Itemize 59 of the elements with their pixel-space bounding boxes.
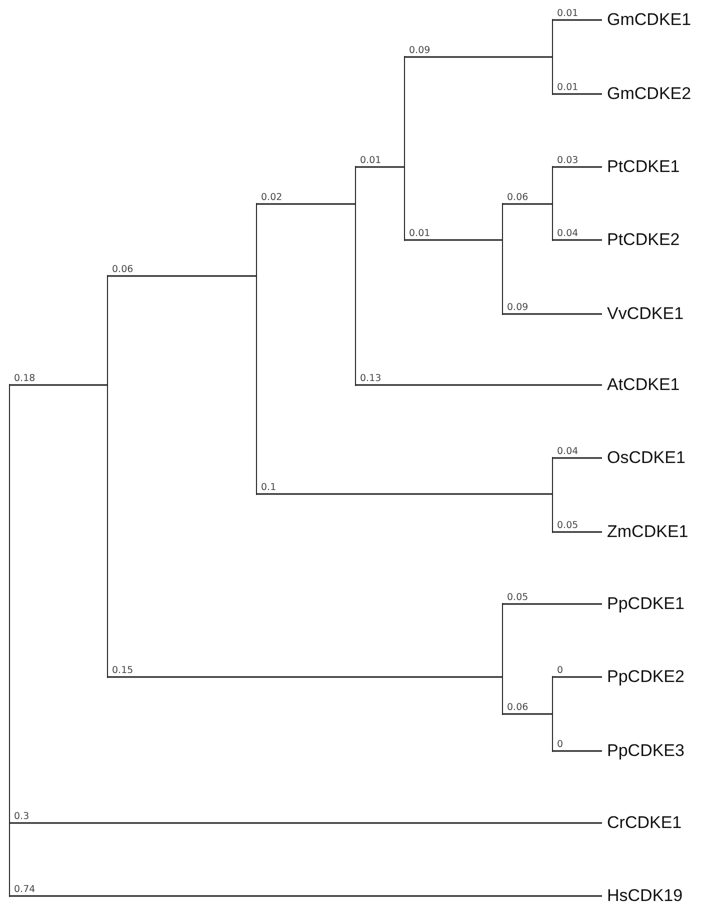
branch-length-label: 0.06 (506, 702, 530, 712)
branch-length-label: 0.02 (260, 192, 284, 202)
branch-length-label: 0.04 (556, 446, 580, 456)
taxon-label: PpCDKE2 (607, 667, 684, 687)
branch-length-label: 0.1 (260, 482, 278, 492)
tree-branch (10, 822, 602, 824)
tree-branch (553, 750, 602, 752)
tree-branch (257, 493, 553, 495)
branch-length-label: 0.09 (408, 44, 432, 56)
tree-branch (10, 384, 108, 386)
branch-length-label: 0.13 (359, 372, 382, 384)
branch-length-label: 0.01 (359, 154, 382, 166)
tree-branch (553, 166, 602, 168)
tree-branch (553, 93, 602, 95)
branch-length-label: 0.04 (556, 228, 580, 238)
taxon-label: HsCDK19 (607, 886, 683, 906)
branch-length-label: 0.15 (111, 664, 134, 676)
tree-branch (553, 676, 602, 678)
branch-length-label: 0.05 (556, 520, 580, 530)
branch-length-label: 0.3 (13, 810, 30, 822)
tree-branch (108, 275, 257, 277)
tree-branch (356, 384, 602, 386)
taxon-label: GmCDKE1 (607, 10, 692, 30)
taxon-label: OsCDKE1 (607, 448, 686, 468)
branch-length-label: 0.05 (506, 592, 530, 602)
tree-branch (553, 531, 602, 533)
tree-branch (503, 603, 602, 605)
tree-branch (503, 713, 553, 715)
branch-length-label: 0.74 (13, 884, 36, 894)
taxon-label: GmCDKE2 (607, 84, 692, 104)
tree-branch (257, 203, 356, 205)
taxon-label: AtCDKE1 (607, 375, 680, 395)
tree-branch (405, 239, 503, 241)
taxon-label: PtCDKE1 (607, 157, 680, 177)
branch-length-label: 0 (556, 664, 564, 676)
taxon-label: PpCDKE3 (607, 741, 684, 761)
taxon-label: ZmCDKE1 (607, 522, 688, 542)
branch-length-label: 0.09 (506, 302, 530, 312)
tree-branch (356, 166, 405, 168)
tree-branch (553, 457, 602, 459)
taxon-label: CrCDKE1 (607, 813, 682, 833)
taxon-label: PtCDKE2 (607, 230, 680, 250)
tree-branch (553, 239, 602, 241)
branch-length-label: 0.18 (13, 372, 36, 384)
tree-branch (503, 203, 553, 205)
branch-length-label: 0.06 (111, 264, 134, 274)
tree-branch (108, 676, 503, 678)
taxon-label: VvCDKE1 (607, 304, 684, 324)
tree-branch (10, 895, 602, 897)
branch-length-label: 0.01 (556, 8, 580, 18)
branch-length-label: 0.01 (556, 82, 580, 92)
tree-branch (553, 19, 602, 21)
branch-length-label: 0.06 (506, 192, 530, 202)
taxon-label: PpCDKE1 (607, 594, 684, 614)
branch-length-label: 0 (556, 738, 564, 750)
branch-length-label: 0.01 (408, 228, 432, 238)
tree-branch (503, 313, 602, 315)
tree-branch (405, 56, 553, 58)
branch-length-label: 0.03 (556, 154, 580, 166)
